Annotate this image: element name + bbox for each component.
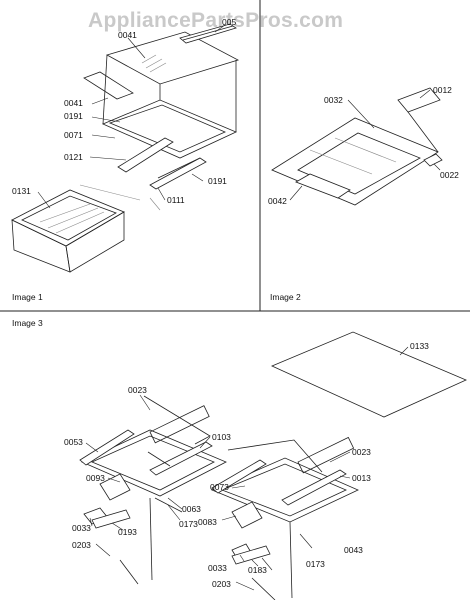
callout-0203-right: 0203 — [212, 579, 231, 589]
callout-0093: 0093 — [86, 473, 105, 483]
panel-title-image1: Image 1 — [12, 292, 43, 302]
image1-leaders — [37, 24, 226, 211]
image3-glass-shelf — [271, 331, 467, 418]
callout-0022: 0022 — [440, 170, 459, 180]
callout-0121: 0121 — [64, 152, 83, 162]
image1-crisper-drawer — [11, 189, 125, 273]
callout-0173-left: 0173 — [179, 519, 198, 529]
callout-0103: 0103 — [212, 432, 231, 442]
image3-right-leaders — [221, 451, 351, 591]
image2-leaders — [289, 89, 441, 201]
image1-shelf-rail-back — [179, 23, 237, 44]
callout-0041-front: 0041 — [64, 98, 83, 108]
image1-rails — [117, 137, 207, 190]
callout-0191-lower: 0191 — [208, 176, 227, 186]
image3-left-wire — [143, 395, 211, 445]
callout-005: 005 — [222, 17, 237, 27]
callout-0173-right: 0173 — [306, 559, 325, 569]
callout-0032: 0032 — [324, 95, 343, 105]
callout-0023-right: 0023 — [352, 447, 371, 457]
image2-shelf — [271, 87, 443, 206]
callout-0183: 0183 — [248, 565, 267, 575]
watermark: AppliancePartsPros.com — [88, 9, 344, 32]
callout-0073: 0073 — [210, 482, 229, 492]
image3-right-frame — [210, 436, 359, 600]
callout-0023-left: 0023 — [128, 385, 147, 395]
image1-front-trim — [83, 71, 134, 100]
callout-0043: 0043 — [344, 545, 363, 555]
callout-0191-upper: 0191 — [64, 111, 83, 121]
callout-0033-left: 0033 — [72, 523, 91, 533]
panel-title-image2: Image 2 — [270, 292, 301, 302]
callout-0133: 0133 — [410, 341, 429, 351]
callout-0131: 0131 — [12, 186, 31, 196]
callout-0063: 0063 — [182, 504, 201, 514]
image3-left-leaders — [85, 394, 211, 557]
callout-0012: 0012 — [433, 85, 452, 95]
callout-0193: 0193 — [118, 527, 137, 537]
callout-0013: 0013 — [352, 473, 371, 483]
image1-glass-shelf — [105, 31, 240, 85]
panel-title-image3: Image 3 — [12, 318, 43, 328]
callout-0203-left: 0203 — [72, 540, 91, 550]
callout-0071: 0071 — [64, 130, 83, 140]
callout-0053: 0053 — [64, 437, 83, 447]
callout-0111: 0111 — [167, 195, 185, 205]
panel-dividers — [0, 0, 470, 312]
callout-0033-right: 0033 — [208, 563, 227, 573]
callout-0041-top: 0041 — [118, 30, 137, 40]
image3-left-frame — [79, 405, 227, 585]
callout-0083: 0083 — [198, 517, 217, 527]
callout-0042: 0042 — [268, 196, 287, 206]
